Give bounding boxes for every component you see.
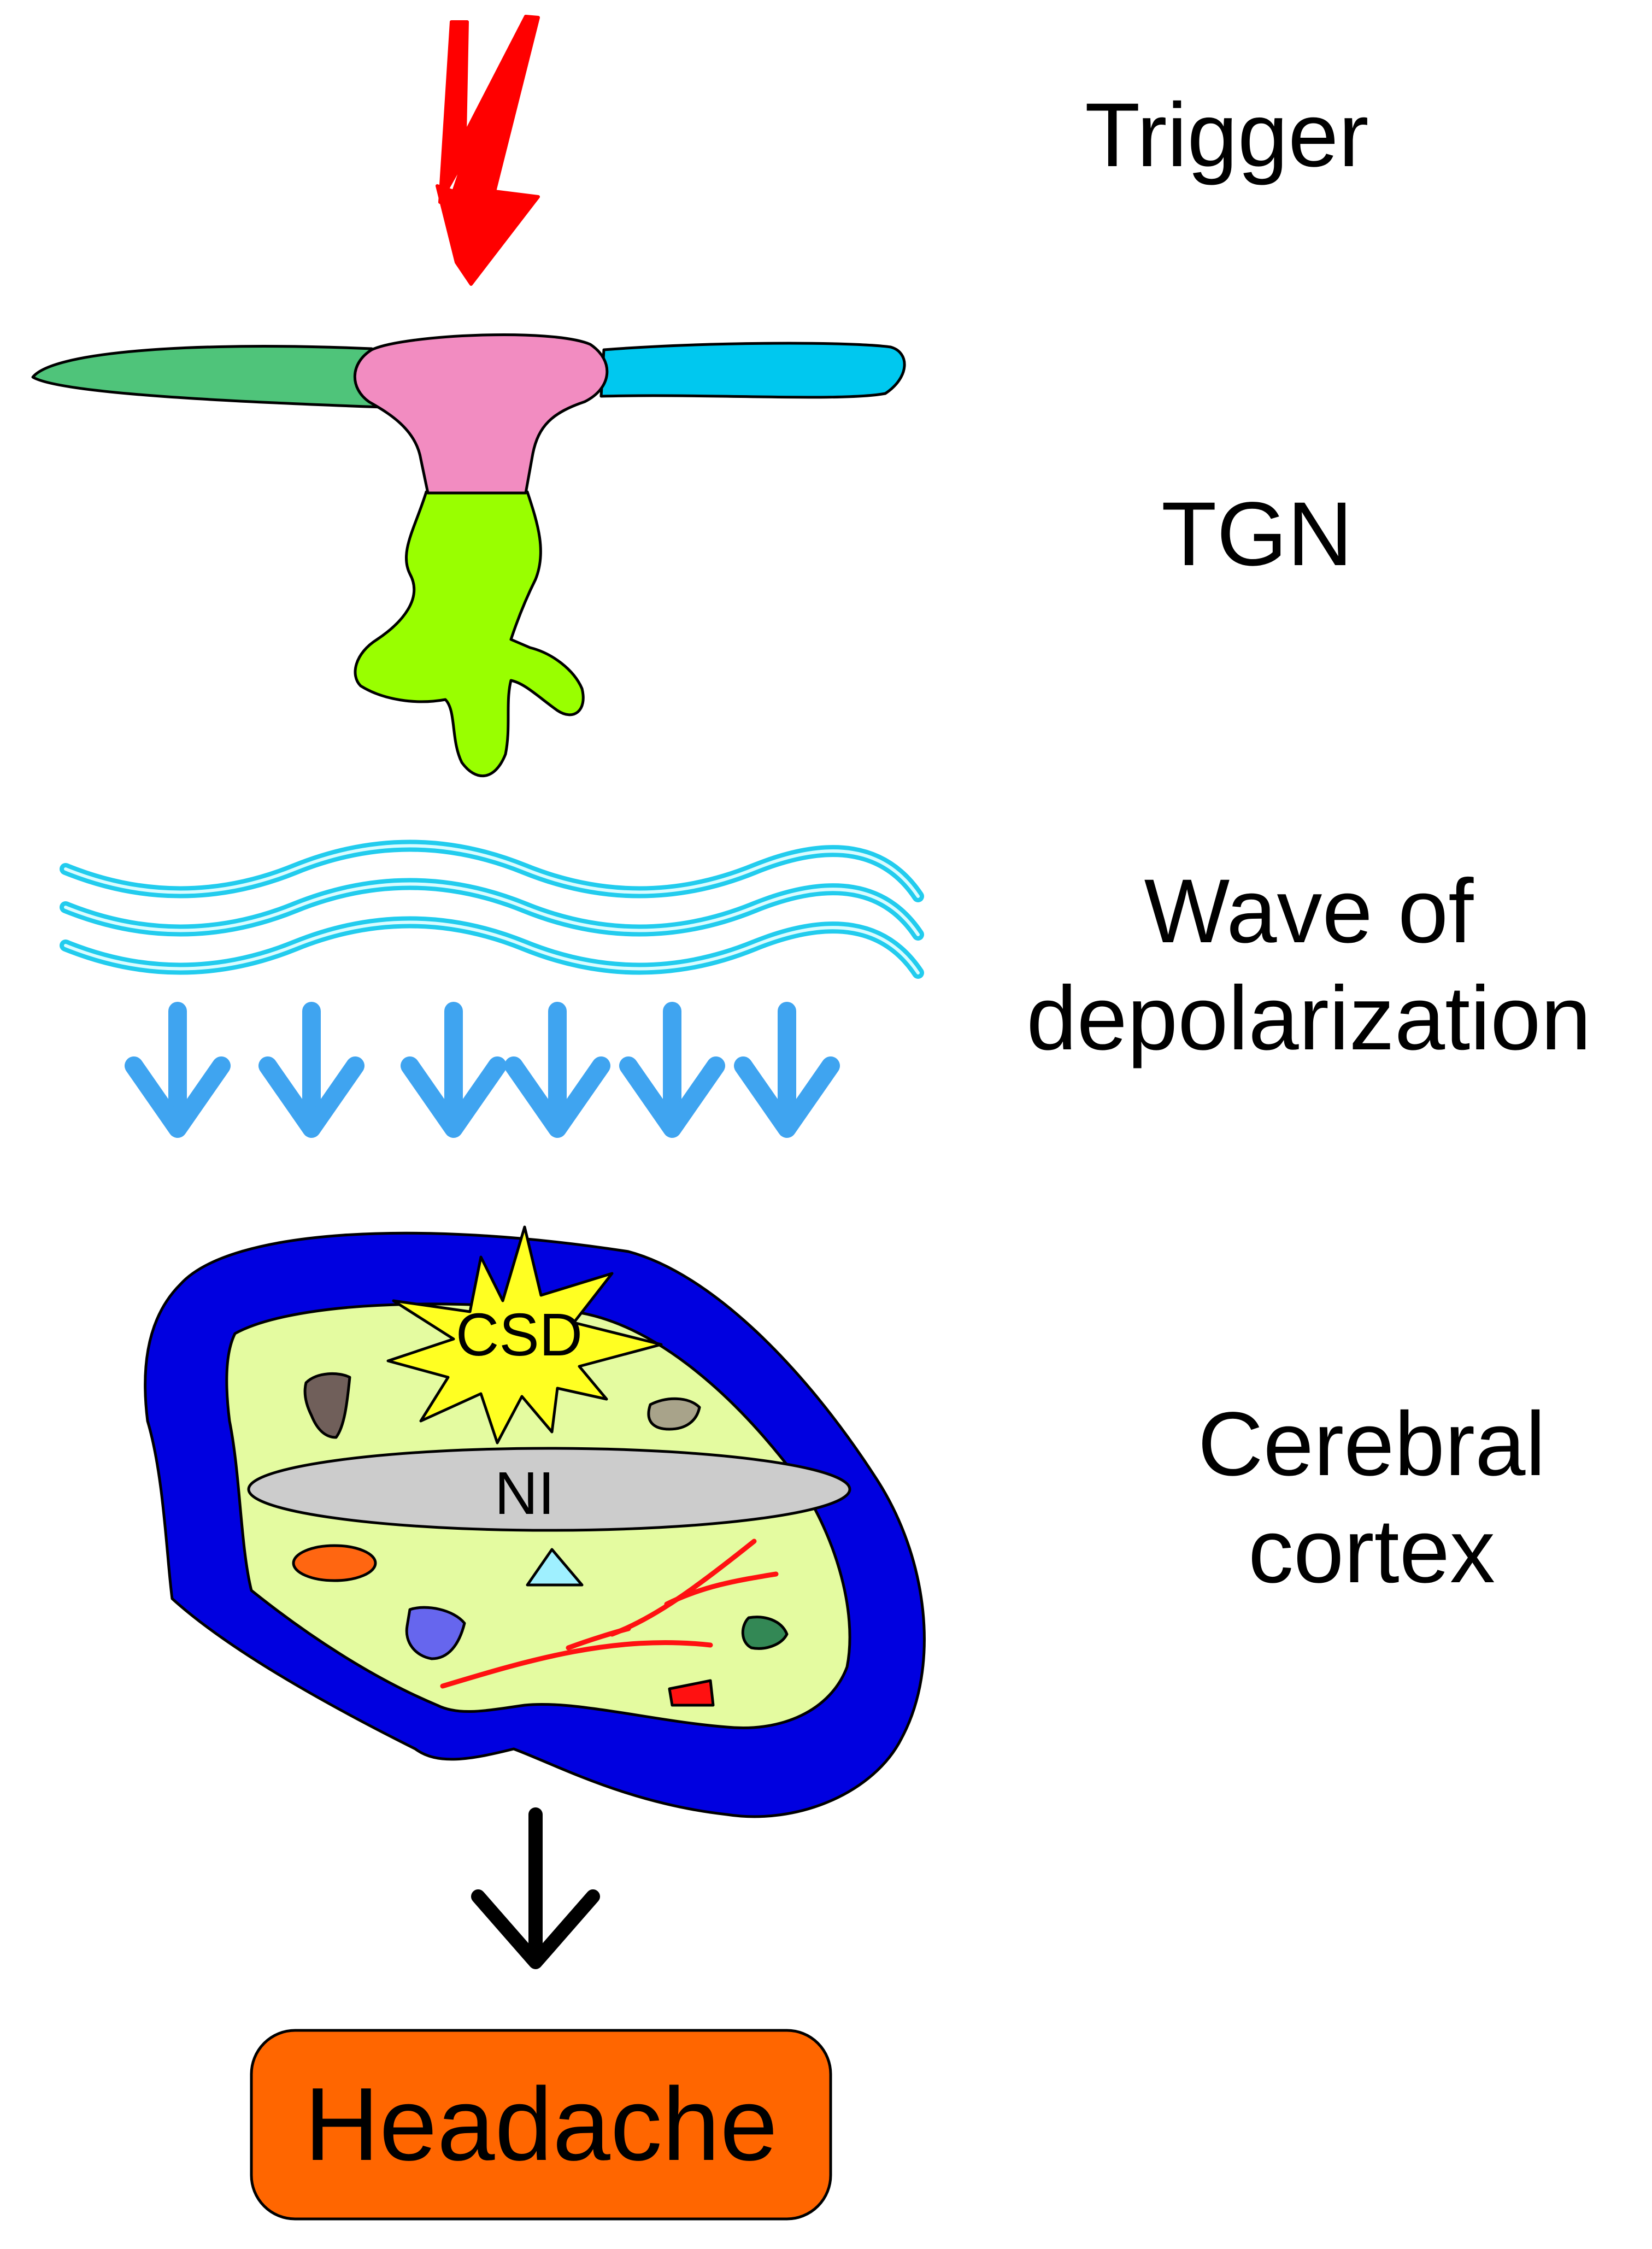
tgn-root [354, 490, 585, 777]
headache-label: Headache [304, 2066, 778, 2183]
trigger-arrow-shape [436, 15, 540, 286]
vessel-main [440, 1640, 713, 1689]
wave-arrow-3 [401, 1002, 507, 1138]
trigger-lightning-arrow [436, 15, 540, 286]
tgn-label: TGN [1161, 484, 1353, 585]
final-down-arrow [471, 1807, 600, 1969]
cortex-label-line-1: Cerebral [1197, 1394, 1546, 1495]
csd-label: CSD [456, 1301, 583, 1369]
wave-line-3-highlight [64, 920, 920, 974]
wave-arrow-1 [125, 1002, 231, 1138]
cerebral-cortex: CSD NI [144, 1225, 926, 1818]
cell-purple [405, 1606, 466, 1660]
cell-red [668, 1679, 715, 1707]
trigger-label: Trigger [1085, 85, 1369, 186]
cell-orange [292, 1544, 377, 1582]
wave-arrow-4 [504, 1002, 610, 1138]
blood-vessels [440, 1539, 779, 1689]
csd-star [386, 1225, 663, 1444]
wave-line-1-highlight [64, 844, 920, 898]
ni-label: NI [495, 1460, 555, 1527]
cerebral-cortex-label: Cerebral cortex [1134, 1391, 1609, 1605]
vessel-branch-3 [566, 1626, 631, 1651]
cell-dark-green [741, 1616, 789, 1650]
ni-ellipse [247, 1447, 851, 1532]
tgn-structure [31, 333, 906, 777]
wave-of-depolarization-label: Wave of depolarization [984, 858, 1634, 1072]
tgn-left-lobe [31, 345, 384, 409]
wave-line-1 [60, 839, 924, 902]
tgn-right-lobe [599, 342, 906, 399]
wave-arrow-2 [258, 1002, 365, 1138]
cell-light-blue [526, 1548, 584, 1587]
wave-arrow-5 [619, 1002, 725, 1138]
wave-down-arrows [125, 1002, 840, 1138]
wave-label-line-2: depolarization [1026, 967, 1591, 1069]
cell-gray-olive [647, 1397, 701, 1431]
wave-line-2-highlight [64, 882, 920, 936]
depolarization-waves [60, 839, 924, 979]
wave-label-line-1: Wave of [1144, 861, 1474, 962]
cortex-label-line-2: cortex [1248, 1500, 1496, 1602]
cell-dark-brown [303, 1372, 351, 1439]
wave-arrow-6 [734, 1002, 840, 1138]
headache-box [250, 2029, 832, 2221]
vessel-branch-2 [664, 1571, 779, 1607]
tgn-center [353, 333, 609, 495]
